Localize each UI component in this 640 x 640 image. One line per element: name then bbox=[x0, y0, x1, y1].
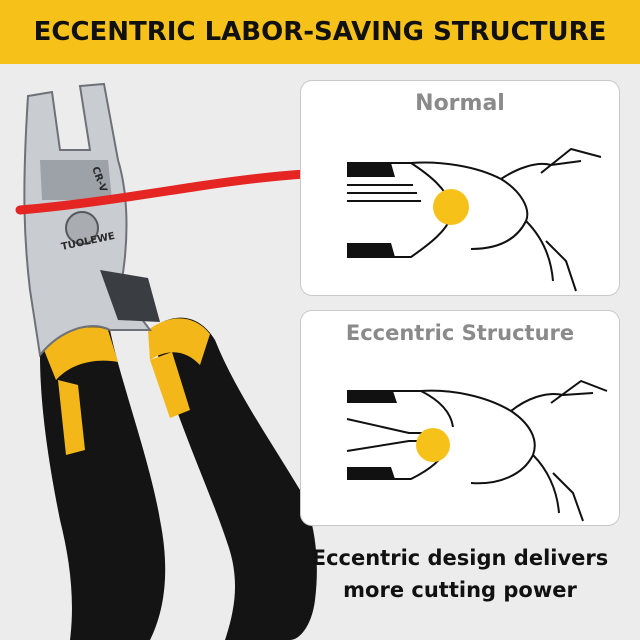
left-grip-accent bbox=[44, 327, 118, 380]
eccentric-structure-panel: Eccentric Structure bbox=[300, 310, 620, 526]
panel-label-eccentric: Eccentric Structure bbox=[345, 321, 575, 345]
panel-label-normal: Normal bbox=[415, 91, 505, 116]
normal-structure-panel: Normal bbox=[300, 80, 620, 296]
right-grip-band bbox=[150, 352, 190, 418]
eccentric-pivot bbox=[416, 428, 450, 462]
caption: Eccentric design delivers more cutting p… bbox=[300, 542, 620, 606]
crimping-teeth bbox=[100, 270, 160, 322]
caption-line-1: Eccentric design delivers bbox=[311, 546, 609, 570]
left-grip-band bbox=[58, 380, 85, 455]
right-handle bbox=[150, 317, 317, 640]
normal-pivot bbox=[433, 189, 469, 225]
caption-line-2: more cutting power bbox=[343, 578, 577, 602]
cutting-edge bbox=[40, 160, 112, 200]
banner-title: ECCENTRIC LABOR-SAVING STRUCTURE bbox=[33, 17, 607, 47]
eccentric-structure-diagram bbox=[346, 380, 608, 522]
normal-structure-diagram bbox=[347, 148, 602, 292]
pliers-photo: TUOLEWE CR-V bbox=[15, 82, 317, 640]
right-grip-accent bbox=[148, 318, 210, 365]
pliers-pivot bbox=[65, 211, 99, 245]
title-banner: ECCENTRIC LABOR-SAVING STRUCTURE bbox=[0, 0, 640, 64]
red-wire bbox=[15, 169, 310, 215]
